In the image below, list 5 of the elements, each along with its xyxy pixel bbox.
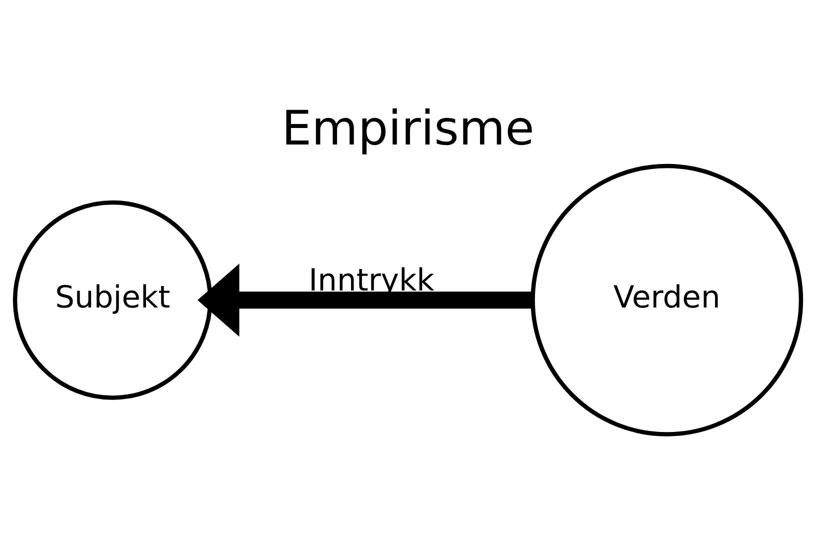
node-circle: Subjekt <box>12 200 212 400</box>
edge-label: Inntrykk <box>308 264 434 299</box>
diagram-title: Empirisme <box>282 102 534 157</box>
node-circle: Verden <box>530 164 804 436</box>
arrow <box>198 264 533 337</box>
